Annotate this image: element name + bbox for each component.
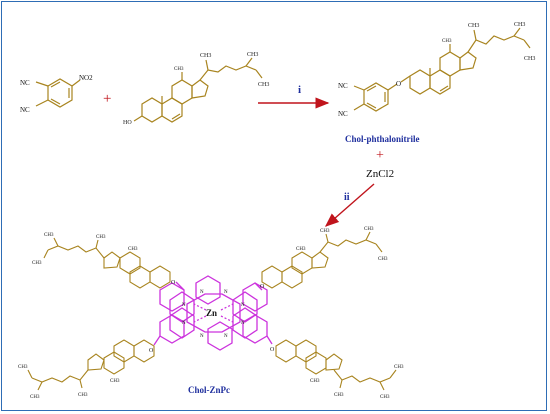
cholesterol-ch3-1: CH3 [200, 53, 211, 59]
intermediate-ch3-3: CH3 [524, 56, 535, 62]
coreagent-zncl2: ZnCl2 [366, 168, 394, 180]
bl-ch3-4: CH3 [110, 379, 120, 384]
reactant-a-group-1: NC [20, 79, 30, 87]
reactant-cholesterol [133, 57, 263, 123]
pc-o-2: O [260, 284, 265, 290]
tr-ch3-1: CH3 [320, 229, 330, 234]
zinc-center: Zn [206, 308, 217, 318]
intermediate-ch3-1: CH3 [468, 23, 479, 29]
reactant-a-group-2: NC [20, 106, 30, 114]
br-ch3-4: CH3 [310, 379, 320, 384]
tr-ch3-2: CH3 [364, 227, 374, 232]
reactant-a-group-3: NO2 [79, 74, 93, 82]
pc-n-7: N [182, 321, 186, 326]
br-ch3-2: CH3 [380, 395, 390, 400]
step-i-label: i [298, 84, 301, 96]
intermediate-chol-phthalonitrile [353, 27, 531, 112]
pc-n-5: N [224, 334, 228, 339]
pc-o-3: O [149, 348, 154, 354]
cholesterol-oh: HO [123, 120, 132, 126]
zinc-phthalocyanine-core [153, 275, 273, 351]
intermediate-ch3-2: CH3 [514, 22, 525, 28]
pc-n-4: N [241, 321, 245, 326]
tl-ch3-2: CH3 [44, 233, 54, 238]
intermediate-group-nc-1: NC [338, 82, 348, 90]
step-ii-label: ii [344, 192, 350, 203]
intermediate-group-nc-2: NC [338, 110, 348, 118]
pc-o-1: O [171, 280, 176, 286]
br-ch3-1: CH3 [334, 393, 344, 398]
cholesterol-ch3-4: CH3 [174, 67, 184, 72]
br-ch3-3: CH3 [394, 365, 404, 370]
intermediate-group-o: O [396, 80, 401, 88]
cholesteryl-bottom-left [27, 339, 155, 391]
arrow-step-ii [324, 183, 375, 227]
tr-ch3-3: CH3 [378, 257, 388, 262]
pc-n-1: N [200, 290, 204, 295]
cholesterol-ch3-3: CH3 [258, 82, 269, 88]
cholesterol-ch3-2: CH3 [247, 52, 258, 58]
bl-ch3-3: CH3 [18, 365, 28, 370]
tl-ch3-3: CH3 [32, 261, 42, 266]
cholesteryl-top-left [43, 237, 171, 289]
reactant-nitrophthalonitrile [35, 78, 81, 108]
pc-o-4: O [270, 347, 275, 353]
cholesteryl-top-right [261, 231, 383, 289]
tl-ch3-1: CH3 [96, 235, 106, 240]
intermediate-name: Chol-phthalonitrile [345, 134, 420, 144]
pc-n-2: N [224, 290, 228, 295]
tl-ch3-4: CH3 [128, 247, 138, 252]
pc-n-6: N [200, 334, 204, 339]
bl-ch3-2: CH3 [30, 395, 40, 400]
cholesteryl-bottom-right [275, 339, 397, 391]
zncl2-formula: ZnCl2 [366, 168, 394, 180]
plus-sign: + [103, 91, 111, 107]
pc-n-3: N [241, 303, 245, 308]
coreagent-plus: + [376, 148, 384, 163]
product-name: Chol-ZnPc [188, 385, 230, 395]
bl-ch3-1: CH3 [78, 393, 88, 398]
tr-ch3-4: CH3 [296, 247, 306, 252]
pc-n-8: N [182, 303, 186, 308]
intermediate-ch3-4: CH3 [442, 39, 452, 44]
